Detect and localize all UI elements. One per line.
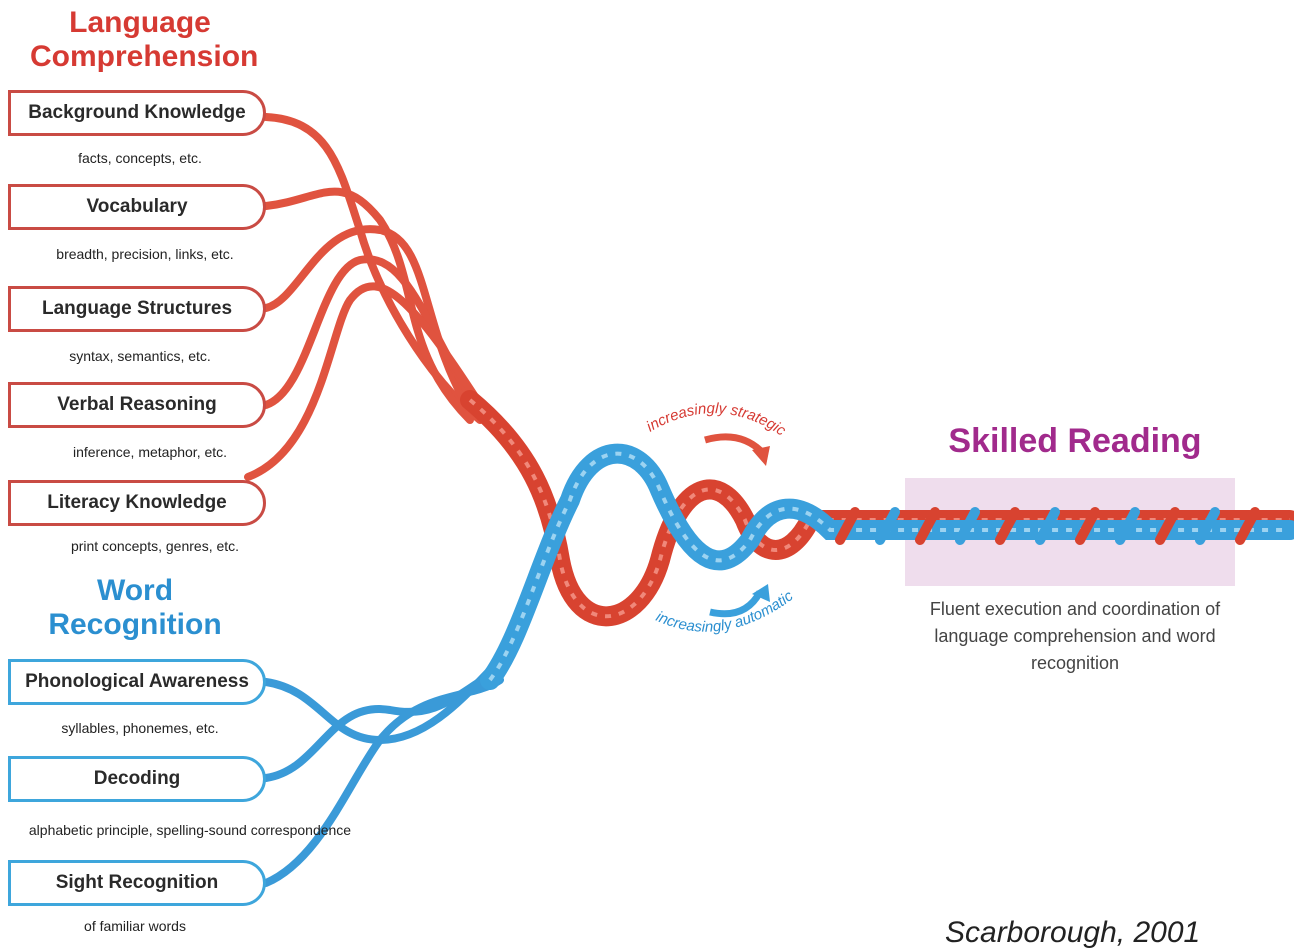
background-knowledge-sub: facts, concepts, etc.	[78, 150, 202, 166]
word-recognition-strands	[262, 656, 504, 887]
strategic-label: increasingly strategic	[644, 400, 790, 440]
background-knowledge-box: Background Knowledge	[8, 90, 266, 136]
language-structures-box: Language Structures	[8, 286, 266, 332]
strategic-arrow-icon	[704, 433, 765, 455]
decoding-sub: alphabetic principle, spelling-sound cor…	[28, 822, 352, 838]
vocabulary-sub: breadth, precision, links, etc.	[56, 246, 234, 262]
word-recognition-title: Word Recognition	[48, 574, 222, 641]
skilled-reading-description: Fluent execution and coordination of lan…	[929, 599, 1221, 673]
sight-recognition-box: Sight Recognition	[8, 860, 266, 906]
twisted-rope-stripes	[835, 507, 1260, 545]
sight-recognition-sub: of familiar words	[84, 918, 186, 934]
verbal-reasoning-sub: inference, metaphor, etc.	[72, 444, 228, 460]
vocabulary-box: Vocabulary	[8, 184, 266, 230]
verbal-reasoning-box: Verbal Reasoning	[8, 382, 266, 428]
language-comprehension-strands	[244, 113, 494, 481]
citation: Scarborough, 2001	[945, 916, 1201, 949]
language-comprehension-title: Language Comprehension	[30, 6, 259, 73]
phonological-awareness-sub: syllables, phonemes, etc.	[61, 720, 219, 736]
skilled-reading-title: Skilled Reading	[948, 422, 1202, 460]
literacy-knowledge-sub: print concepts, genres, etc.	[70, 538, 240, 554]
literacy-knowledge-box: Literacy Knowledge	[8, 480, 266, 526]
phonological-awareness-box: Phonological Awareness	[8, 659, 266, 705]
language-structures-sub: syntax, semantics, etc.	[69, 348, 211, 364]
decoding-box: Decoding	[8, 756, 266, 802]
